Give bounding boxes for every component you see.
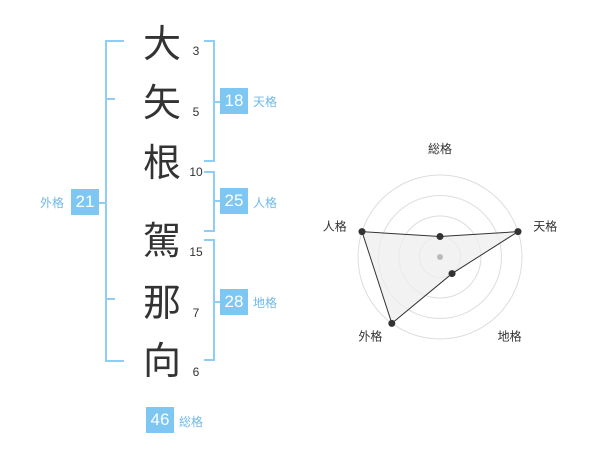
chikaku-bracket-connector (213, 301, 221, 303)
name-char-6: 向 (142, 339, 181, 383)
radar-axis-label-5: 人格 (323, 219, 347, 234)
jinkaku-bracket-connector (213, 200, 221, 202)
radar-point-5 (358, 228, 366, 236)
tenkaku-score: 18 (220, 88, 248, 114)
gaikaku-bracket-tick-1 (105, 98, 115, 100)
tenkaku-label: 天格 (253, 95, 278, 109)
gaikaku-score: 21 (71, 189, 99, 215)
radar-axis-label-4: 外格 (358, 328, 382, 343)
radar-point-4 (388, 319, 396, 327)
tenkaku-bracket-connector (213, 101, 221, 103)
soukaku-label: 総格 (179, 415, 204, 429)
name-char-5: 那 (142, 281, 181, 325)
stroke-count-1: 3 (192, 44, 200, 58)
stroke-count-2: 5 (192, 105, 200, 119)
radar-axis-label-2: 天格 (533, 219, 557, 234)
name-char-4: 駕 (142, 219, 181, 263)
name-char-3: 根 (142, 141, 181, 185)
soukaku-score: 46 (146, 407, 174, 433)
gaikaku-label: 外格 (40, 196, 65, 210)
stroke-count-3: 10 (189, 165, 203, 179)
gaikaku-bracket (105, 40, 124, 362)
chikaku-score: 28 (220, 289, 248, 315)
radar-area (361, 231, 519, 325)
radar-point-3 (448, 270, 456, 278)
stroke-count-4: 15 (189, 245, 203, 259)
radar-axis-label-3: 地格 (498, 328, 522, 343)
radar-point-2 (514, 228, 522, 236)
name-char-2: 矢 (142, 81, 181, 125)
jinkaku-score: 25 (220, 188, 248, 214)
jinkaku-label: 人格 (253, 196, 278, 210)
gaikaku-bracket-connector (99, 202, 106, 204)
radar-point-1 (436, 233, 444, 240)
stroke-count-5: 7 (192, 306, 200, 320)
radar-axis-label-1: 総格 (428, 141, 452, 156)
name-char-1: 大 (142, 22, 181, 66)
chikaku-label: 地格 (253, 296, 278, 310)
gaikaku-bracket-tick-2 (105, 298, 115, 300)
stroke-count-6: 6 (192, 365, 200, 379)
radar-center-dot (437, 254, 443, 260)
chikaku-bracket (204, 239, 215, 361)
